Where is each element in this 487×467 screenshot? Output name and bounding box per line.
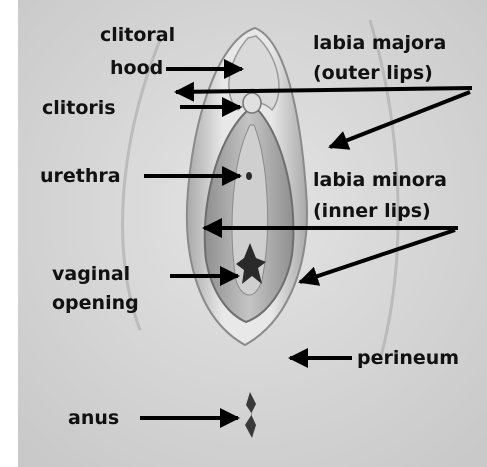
label-vaginal-opening-line1: vaginal <box>52 262 130 286</box>
label-urethra: urethra <box>40 164 121 188</box>
label-labia-majora-line1: labia majora <box>313 31 446 55</box>
clitoris-shape <box>243 93 261 113</box>
urethra-shape <box>246 172 252 180</box>
label-clitoris: clitoris <box>42 96 116 120</box>
label-perineum: perineum <box>357 346 459 370</box>
label-vaginal-opening-line2: opening <box>52 291 139 315</box>
label-anus: anus <box>68 406 119 430</box>
label-clitoral-hood-line1: clitoral <box>100 23 175 47</box>
label-labia-majora-line2: (outer lips) <box>313 61 433 85</box>
label-labia-minora-line2: (inner lips) <box>313 199 431 223</box>
label-labia-minora-line1: labia minora <box>313 168 447 192</box>
label-clitoral-hood-line2: hood <box>110 56 163 80</box>
